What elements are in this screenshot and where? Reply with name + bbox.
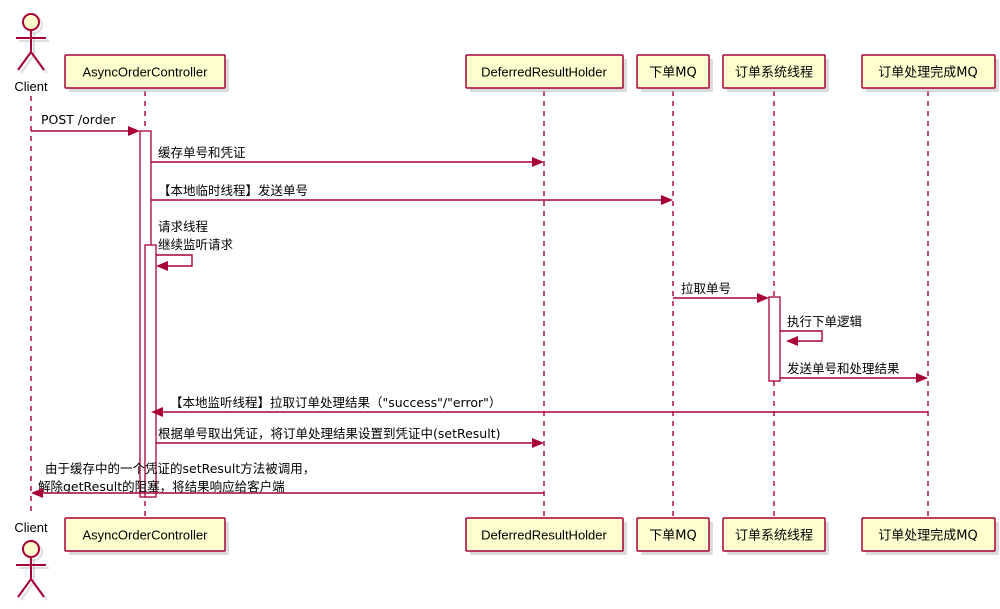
message-post-order[interactable]: POST /order [31,112,140,136]
arrowhead-m3 [661,195,673,205]
participant-order-complete-mq-top[interactable]: 订单处理完成MQ [861,54,999,92]
participant-label-bottom-0: AsyncOrderController [83,527,209,542]
participant-box-bottom-2[interactable] [636,517,710,552]
message-cache-order-credential[interactable]: 缓存单号和凭证 [151,145,544,167]
actor-client-bottom-label: Client [14,520,48,535]
arrowhead-m10 [31,488,43,498]
message-label-m6: 执行下单逻辑 [787,314,862,329]
participant-box-bottom-0[interactable] [64,517,226,552]
arrowhead-m1 [128,126,140,136]
arrowhead-m9 [532,438,544,448]
message-label-m7: 发送单号和处理结果 [787,361,900,376]
actor-client-bottom[interactable]: Client [14,520,50,601]
participant-label-bottom-3: 订单系统线程 [735,529,813,544]
message-label-m9: 根据单号取出凭证，将订单处理结果设置到凭证中(setResult) [158,426,500,441]
message-label-m3: 【本地临时线程】发送单号 [158,183,308,198]
participant-label-bottom-1: DeferredResultHolder [481,527,607,542]
activation-async-order-controller-nested [144,244,157,498]
participant-label-top-0: AsyncOrderController [83,64,209,79]
participant-async-order-controller-bottom[interactable]: AsyncOrderController [64,517,229,555]
participant-order-system-thread-top[interactable]: 订单系统线程 [722,54,829,92]
message-respond-to-client[interactable]: 由于缓存中的一个凭证的setResult方法被调用， 解除getResult的阻… [31,461,544,498]
arrowhead-m7 [916,373,928,383]
participant-order-complete-mq-bottom[interactable]: 订单处理完成MQ [861,517,999,555]
message-label-m2: 缓存单号和凭证 [158,145,246,160]
message-label-m10-line2: 解除getResult的阻塞，将结果响应给客户端 [38,479,285,494]
participant-async-order-controller-top[interactable]: AsyncOrderController [64,54,229,92]
message-label-m8: 【本地监听线程】拉取订单处理结果（"success"/"error"） [170,395,501,410]
message-send-order-no-and-result[interactable]: 发送单号和处理结果 [780,361,928,383]
arrowhead-m2 [532,157,544,167]
participant-box-top-0[interactable] [64,54,226,89]
activation-bars-group [139,130,781,498]
participant-label-top-2: 下单MQ [649,66,696,81]
participants-top-group: Client AsyncOrderController DeferredResu… [14,13,999,94]
message-send-order-no[interactable]: 【本地临时线程】发送单号 [151,183,673,205]
participant-box-bottom-3[interactable] [722,517,826,552]
participant-deferred-result-holder-top[interactable]: DeferredResultHolder [465,54,627,92]
message-pull-order-result[interactable]: 【本地监听线程】拉取订单处理结果（"success"/"error"） [151,395,928,417]
messages-group: POST /order 缓存单号和凭证 【本地临时线程】发送单号 请求线程 继续… [31,112,928,498]
message-set-result[interactable]: 根据单号取出凭证，将订单处理结果设置到凭证中(setResult) [156,426,544,448]
message-request-thread-self-loop[interactable]: 请求线程 继续监听请求 [156,219,234,271]
participant-label-bottom-2: 下单MQ [649,529,696,544]
participant-box-top-3[interactable] [722,54,826,89]
participant-box-bottom-1[interactable] [465,517,624,552]
arrowhead-m6 [786,336,798,346]
actor-client-top[interactable]: Client [14,13,50,94]
arrowhead-m4 [156,261,168,271]
participant-box-top-4[interactable] [861,54,996,89]
participants-bottom-group: Client AsyncOrderController DeferredResu… [14,517,999,601]
message-label-m4-line2: 继续监听请求 [158,237,234,252]
arrowhead-m5 [757,293,769,303]
message-label-m1: POST /order [41,112,116,127]
message-pull-order-no[interactable]: 拉取单号 [673,281,769,303]
participant-label-top-4: 订单处理完成MQ [878,66,977,81]
participant-order-system-thread-bottom[interactable]: 订单系统线程 [722,517,829,555]
message-execute-order-logic-self-loop[interactable]: 执行下单逻辑 [780,314,862,346]
participant-box-top-1[interactable] [465,54,624,89]
participant-box-top-2[interactable] [636,54,710,89]
participant-label-bottom-4: 订单处理完成MQ [878,529,977,544]
participant-label-top-1: DeferredResultHolder [481,64,607,79]
participant-label-top-3: 订单系统线程 [735,66,813,81]
activation-order-system-thread [768,296,781,382]
participant-order-mq-bottom[interactable]: 下单MQ [636,517,713,555]
arrowhead-m8 [151,407,163,417]
message-label-m5: 拉取单号 [681,281,731,296]
actor-client-top-label: Client [14,79,48,94]
participant-deferred-result-holder-bottom[interactable]: DeferredResultHolder [465,517,627,555]
participant-order-mq-top[interactable]: 下单MQ [636,54,713,92]
message-label-m4-line1: 请求线程 [158,219,209,234]
message-label-m10-line1: 由于缓存中的一个凭证的setResult方法被调用， [45,461,315,476]
participant-box-bottom-4[interactable] [861,517,996,552]
